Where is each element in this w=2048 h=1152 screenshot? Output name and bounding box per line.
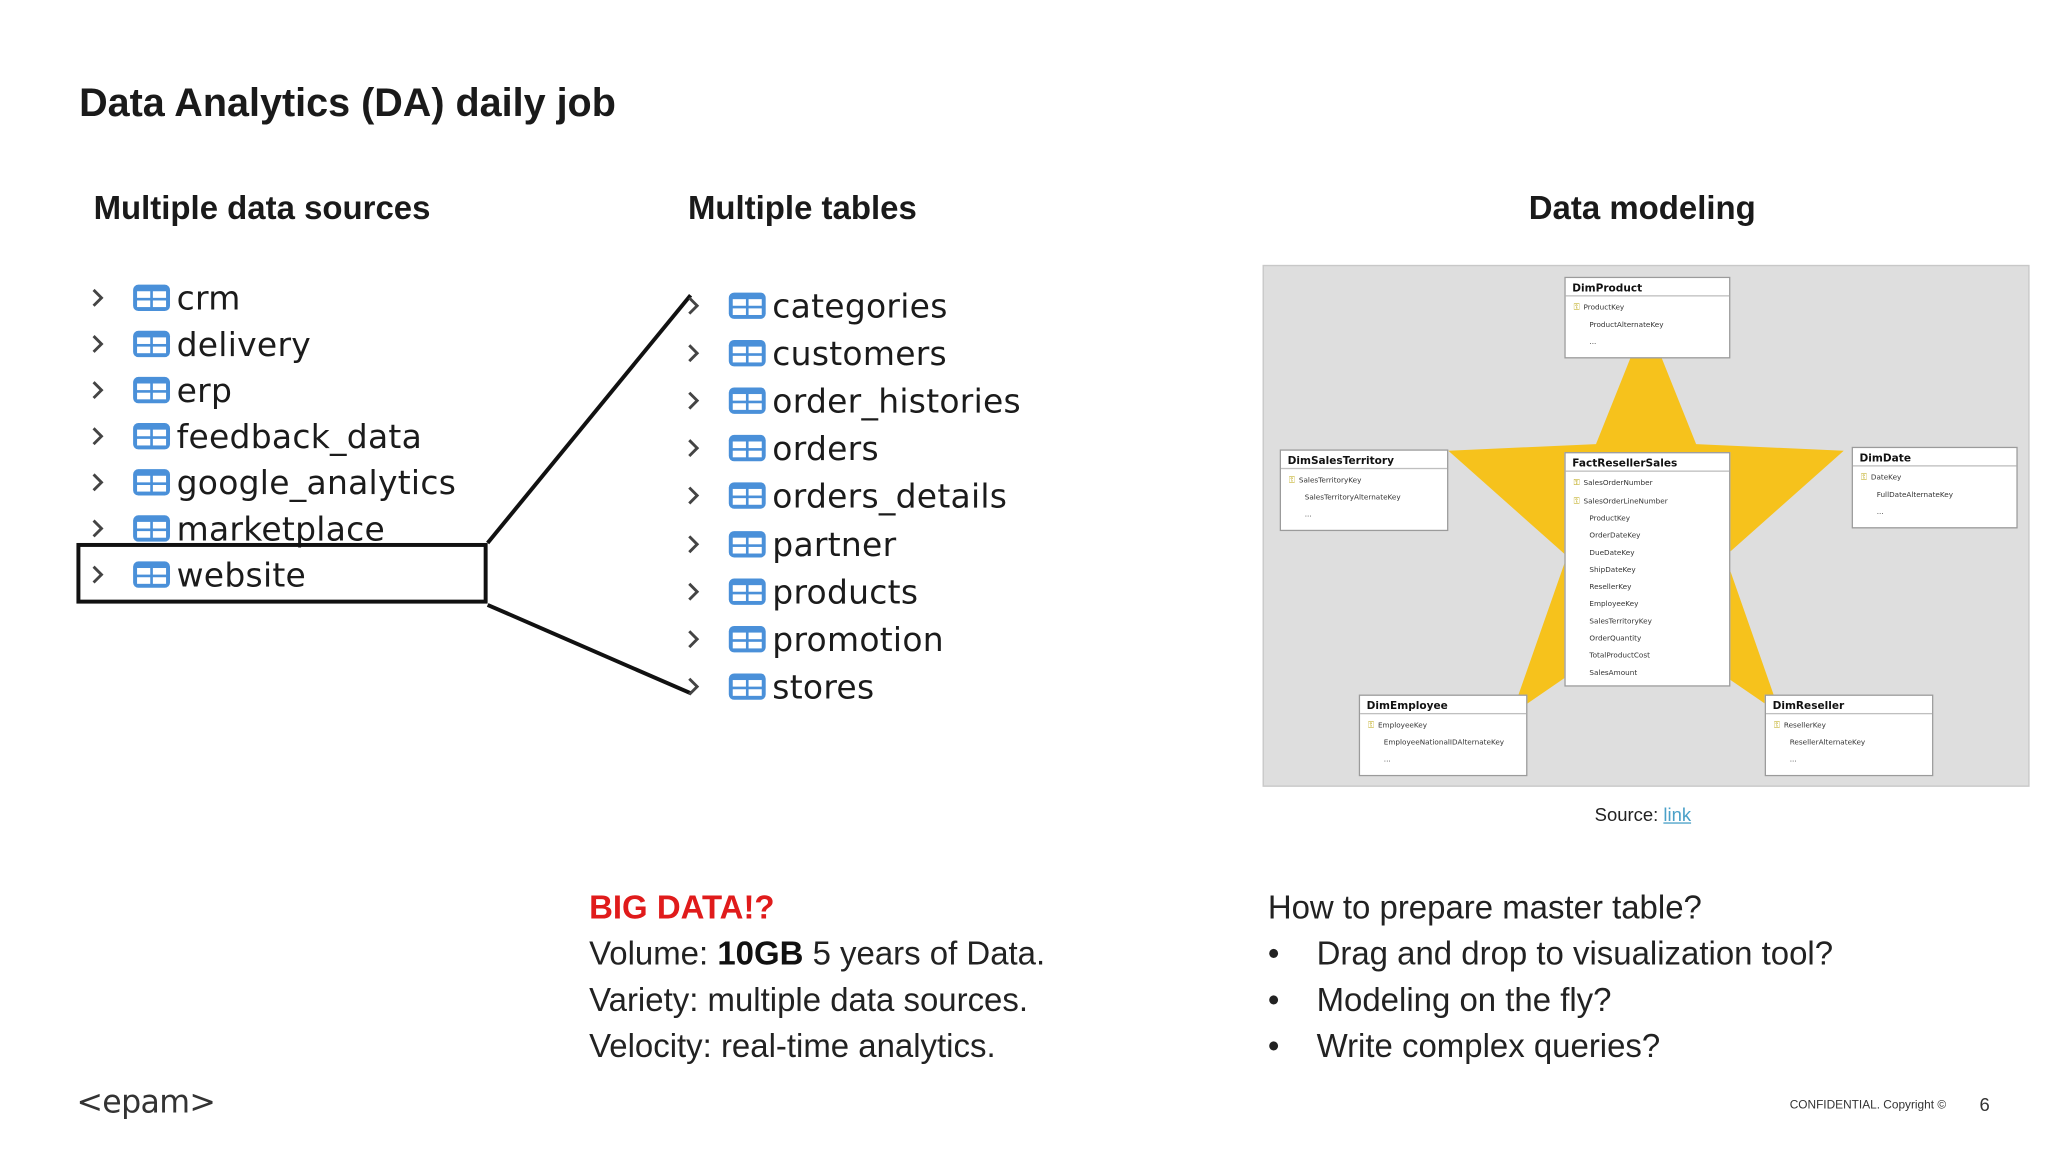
tree-item-customers[interactable]: customers	[675, 331, 947, 376]
entity-dimdate: DimDate DateKey FullDateAlternateKey ...	[1851, 446, 2018, 529]
chevron-right-icon[interactable]	[675, 482, 712, 508]
questions-list: Drag and drop to visualization tool? Mod…	[1268, 932, 1833, 1070]
table-icon	[133, 515, 171, 542]
chevron-right-icon[interactable]	[79, 469, 116, 495]
table-icon	[728, 482, 766, 509]
table-label: products	[772, 572, 919, 611]
chevron-right-icon[interactable]	[79, 377, 116, 403]
source-label: delivery	[176, 324, 312, 364]
table-label: customers	[772, 334, 947, 373]
tree-item-feedback-data[interactable]: feedback_data	[79, 414, 422, 459]
chevron-right-icon[interactable]	[675, 579, 712, 605]
table-label: orders	[772, 428, 879, 468]
list-item: Write complex queries?	[1268, 1024, 1833, 1070]
heading-modeling: Data modeling	[1528, 189, 1756, 227]
tree-item-products[interactable]: products	[675, 569, 919, 614]
table-icon	[728, 531, 766, 558]
confidential-notice: CONFIDENTIAL. Copyright ©	[1789, 1097, 1947, 1111]
tree-item-delivery[interactable]: delivery	[79, 322, 311, 367]
heading-tables: Multiple tables	[687, 189, 917, 227]
selected-source-highlight	[76, 542, 488, 604]
table-label: partner	[772, 525, 897, 564]
tree-item-website[interactable]: website	[79, 552, 306, 597]
table-icon	[728, 578, 766, 605]
tree-item-categories[interactable]: categories	[675, 283, 948, 328]
source-label: erp	[176, 370, 233, 410]
chevron-right-icon[interactable]	[675, 673, 712, 699]
entity-dimreseller: DimReseller ResellerKey ResellerAlternat…	[1764, 694, 1934, 777]
table-label: stores	[772, 667, 875, 706]
chevron-right-icon[interactable]	[675, 626, 712, 652]
table-icon	[728, 673, 766, 700]
chevron-right-icon[interactable]	[675, 387, 712, 413]
table-icon	[133, 330, 171, 358]
source-label: feedback_data	[176, 417, 423, 456]
list-item: Modeling on the fly?	[1268, 978, 1833, 1024]
table-icon	[133, 423, 171, 450]
chevron-right-icon[interactable]	[79, 331, 116, 357]
page-number: 6	[1979, 1093, 1990, 1115]
big-data-block: BIG DATA!? Volume: 10GB 5 years of Data.…	[589, 886, 1045, 1071]
table-icon	[133, 561, 171, 588]
source-label: Source:	[1594, 803, 1659, 826]
table-icon	[133, 376, 171, 404]
star-schema-diagram: DimProduct ProductKey ProductAlternateKe…	[1262, 264, 2030, 787]
tree-item-orders[interactable]: orders	[675, 426, 879, 471]
table-icon	[728, 626, 766, 653]
chevron-right-icon[interactable]	[675, 293, 712, 319]
tree-item-crm[interactable]: crm	[79, 275, 241, 320]
chevron-right-icon[interactable]	[675, 435, 712, 461]
variety-line: Variety: multiple data sources.	[589, 981, 1029, 1019]
chevron-right-icon[interactable]	[79, 285, 116, 311]
heading-sources: Multiple data sources	[93, 189, 431, 227]
table-icon	[728, 387, 766, 414]
tree-item-orders-details[interactable]: orders_details	[675, 473, 1007, 518]
table-label: categories	[772, 286, 948, 325]
epam-logo: <epam>	[76, 1083, 216, 1121]
big-data-heading: BIG DATA!?	[589, 889, 775, 927]
chevron-right-icon[interactable]	[79, 423, 116, 449]
page-title: Data Analytics (DA) daily job	[79, 81, 616, 126]
source-label: website	[176, 555, 307, 594]
tree-item-partner[interactable]: partner	[675, 522, 897, 567]
chevron-right-icon[interactable]	[675, 340, 712, 366]
source-label: crm	[176, 278, 241, 317]
table-icon	[728, 292, 766, 319]
table-label: order_histories	[772, 381, 1022, 420]
tree-item-order-histories[interactable]: order_histories	[675, 378, 1021, 423]
table-label: promotion	[772, 620, 944, 659]
tree-item-stores[interactable]: stores	[675, 664, 875, 709]
tree-item-google-analytics[interactable]: google_analytics	[79, 460, 456, 505]
tree-item-erp[interactable]: erp	[79, 368, 232, 413]
table-icon	[728, 340, 766, 367]
table-label: orders_details	[772, 476, 1008, 515]
chevron-right-icon[interactable]	[79, 515, 116, 541]
entity-dimsalesterritory: DimSalesTerritory SalesTerritoryKey Sale…	[1279, 449, 1449, 532]
volume-line: Volume: 10GB 5 years of Data.	[589, 935, 1046, 973]
tree-item-marketplace[interactable]: marketplace	[79, 506, 385, 551]
questions-block: How to prepare master table? Drag and dr…	[1268, 886, 1833, 1071]
chevron-right-icon[interactable]	[79, 561, 116, 587]
velocity-line: Velocity: real-time analytics.	[589, 1027, 996, 1065]
source-caption: Source: link	[1595, 804, 1691, 825]
chevron-right-icon[interactable]	[675, 531, 712, 557]
table-icon	[728, 434, 766, 462]
tree-item-promotion[interactable]: promotion	[675, 617, 944, 662]
entity-dimemployee: DimEmployee EmployeeKey EmployeeNational…	[1358, 694, 1528, 777]
list-item: Drag and drop to visualization tool?	[1268, 932, 1833, 978]
table-icon	[133, 469, 171, 496]
source-label: google_analytics	[176, 463, 457, 502]
entity-dimproduct: DimProduct ProductKey ProductAlternateKe…	[1564, 276, 1731, 359]
source-label: marketplace	[176, 509, 386, 548]
entity-factresellersales: FactResellerSales SalesOrderNumber Sales…	[1564, 452, 1731, 687]
source-link[interactable]: link	[1663, 803, 1692, 826]
table-icon	[133, 284, 171, 312]
questions-heading: How to prepare master table?	[1267, 889, 1702, 927]
